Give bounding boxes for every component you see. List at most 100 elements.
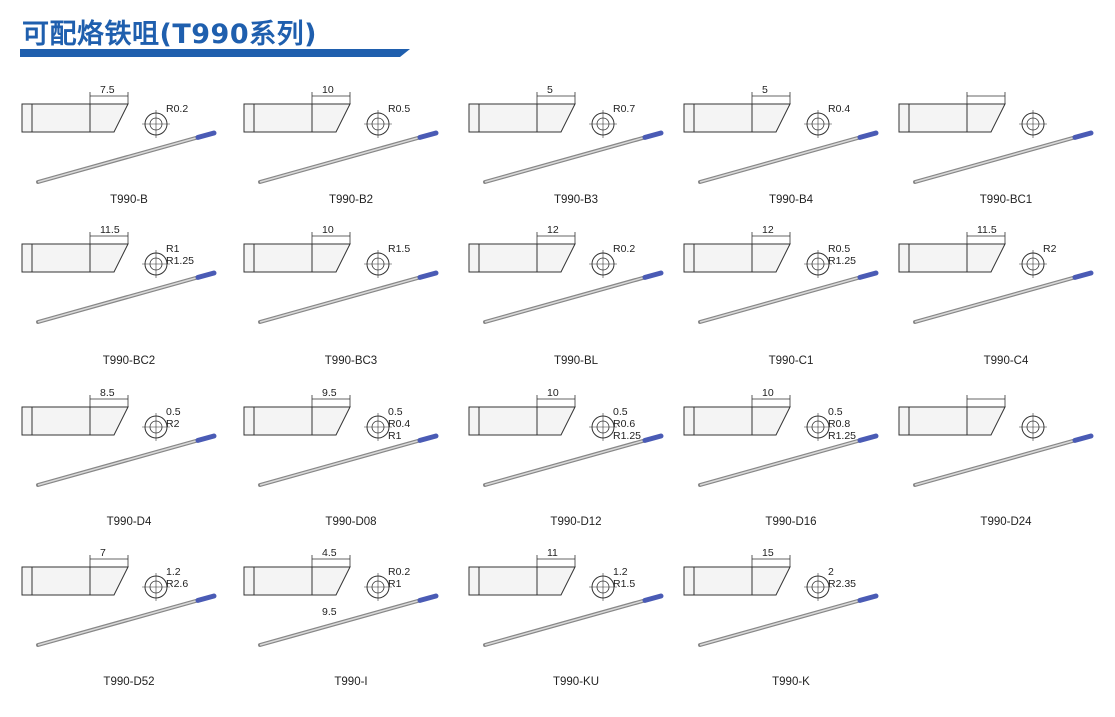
dimension-marker: 12 bbox=[536, 224, 576, 244]
tip-rod-drawing bbox=[698, 593, 879, 647]
dimension-label: 15 bbox=[762, 547, 774, 559]
tip-end-view: R0.2 bbox=[142, 103, 188, 138]
tip-rod-drawing bbox=[36, 593, 217, 647]
tip-rod-drawing bbox=[36, 130, 217, 184]
tip-drawing: 4.59.5R0.2R1 bbox=[243, 547, 439, 647]
tip-profile-drawing bbox=[683, 103, 791, 133]
dimension-label: 11.5 bbox=[100, 224, 120, 236]
dimension-marker: 12 bbox=[751, 224, 791, 244]
tip-end-view: 1.2R2.6 bbox=[142, 566, 188, 601]
tip-model-label: T990-BC2 bbox=[102, 355, 156, 367]
tip-drawing: 111.2R1.5 bbox=[468, 547, 664, 647]
tip-rod-drawing bbox=[258, 593, 439, 647]
dimension-marker: 5 bbox=[536, 84, 576, 104]
dimension-marker bbox=[966, 395, 1006, 407]
tip-drawing bbox=[898, 395, 1094, 487]
radius-label: R0.5 bbox=[388, 103, 410, 115]
dimension-marker: 10 bbox=[311, 84, 351, 104]
radius-label: R2.35 bbox=[828, 578, 856, 590]
tip-end-view: R0.4 bbox=[804, 103, 850, 138]
dimension-label: 9.5 bbox=[322, 387, 337, 399]
dimension-marker: 11 bbox=[536, 547, 576, 567]
tip-profile-drawing bbox=[21, 243, 129, 273]
radius-label: R1 bbox=[388, 578, 402, 590]
radius-label: 2 bbox=[828, 566, 834, 578]
radius-label: 1.2 bbox=[613, 566, 628, 578]
tip-model-label: T990-B3 bbox=[553, 194, 599, 206]
tip-rod-drawing bbox=[913, 433, 1094, 487]
dimension-marker: 5 bbox=[751, 84, 791, 104]
tip-drawing: 15 2R2.35 bbox=[683, 547, 879, 647]
radius-label: R0.8 bbox=[828, 418, 850, 430]
tip-profile-drawing bbox=[683, 243, 791, 273]
tip-end-view: 0.5R2 bbox=[142, 406, 181, 441]
tip-card: T990-BC1 bbox=[895, 82, 1115, 232]
radius-label: R1.25 bbox=[613, 430, 641, 442]
dimension-label-secondary: 9.5 bbox=[322, 606, 337, 618]
radius-label: R0.7 bbox=[613, 103, 635, 115]
tip-rod-drawing bbox=[258, 433, 439, 487]
tip-rod-drawing bbox=[698, 130, 879, 184]
tip-profile-drawing bbox=[898, 243, 1006, 273]
tip-profile-drawing bbox=[243, 406, 351, 436]
tip-model-label: T990-BL bbox=[553, 355, 599, 367]
tip-end-view: R0.5 bbox=[364, 103, 410, 138]
title-underline-bar bbox=[20, 49, 410, 57]
tip-profile-drawing bbox=[683, 406, 791, 436]
radius-label: 1.2 bbox=[166, 566, 181, 578]
dimension-label: 12 bbox=[547, 224, 559, 236]
dimension-marker: 10 bbox=[751, 387, 791, 407]
tip-model-label: T990-D16 bbox=[765, 516, 817, 528]
tip-model-label: T990-KU bbox=[552, 676, 600, 688]
tip-profile-drawing bbox=[21, 566, 129, 596]
page-title: 可配烙铁咀(T990系列) bbox=[22, 19, 317, 50]
tip-rod-drawing bbox=[698, 270, 879, 324]
radius-label: R1.5 bbox=[388, 243, 410, 255]
radius-label: 0.5 bbox=[828, 406, 843, 418]
tip-model-label: T990-C1 bbox=[768, 355, 814, 367]
radius-label: R0.4 bbox=[388, 418, 410, 430]
radius-label: R1.25 bbox=[828, 430, 856, 442]
tip-end-view: R0.5R1.25 bbox=[804, 243, 856, 278]
tip-end-view: 2R2.35 bbox=[804, 566, 856, 601]
tip-rod-drawing bbox=[258, 130, 439, 184]
dimension-label: 11 bbox=[547, 547, 558, 559]
radius-label: 0.5 bbox=[388, 406, 403, 418]
tip-end-view bbox=[1019, 110, 1047, 138]
dimension-label: 4.5 bbox=[322, 547, 337, 559]
tip-model-label: T990-D24 bbox=[980, 516, 1032, 528]
tip-end-view bbox=[1019, 413, 1047, 441]
tip-model-label: T990-BC1 bbox=[979, 194, 1033, 206]
tip-end-view: 0.5R0.8R1.25 bbox=[804, 406, 856, 442]
radius-label: R2.6 bbox=[166, 578, 188, 590]
radius-label: R1 bbox=[388, 430, 402, 442]
tip-end-view: 0.5R0.4R1 bbox=[364, 406, 410, 442]
tip-rod-drawing bbox=[913, 270, 1094, 324]
radius-label: 0.5 bbox=[613, 406, 628, 418]
tip-profile-drawing bbox=[243, 103, 351, 133]
tip-model-label: T990-K bbox=[772, 676, 810, 688]
radius-label: R2 bbox=[1043, 243, 1057, 255]
dimension-label: 10 bbox=[547, 387, 559, 399]
tip-drawing: 5R0.4 bbox=[683, 84, 879, 184]
dimension-label: 11.5 bbox=[977, 224, 997, 236]
dimension-marker bbox=[966, 92, 1006, 104]
tip-end-view: 0.5R0.6R1.25 bbox=[589, 406, 641, 442]
dimension-label: 8.5 bbox=[100, 387, 115, 399]
tip-model-label: T990-D12 bbox=[550, 516, 602, 528]
tip-model-label: T990-B4 bbox=[768, 194, 814, 206]
tip-end-view: R0.7 bbox=[589, 103, 635, 138]
tip-rod-drawing bbox=[698, 433, 879, 487]
